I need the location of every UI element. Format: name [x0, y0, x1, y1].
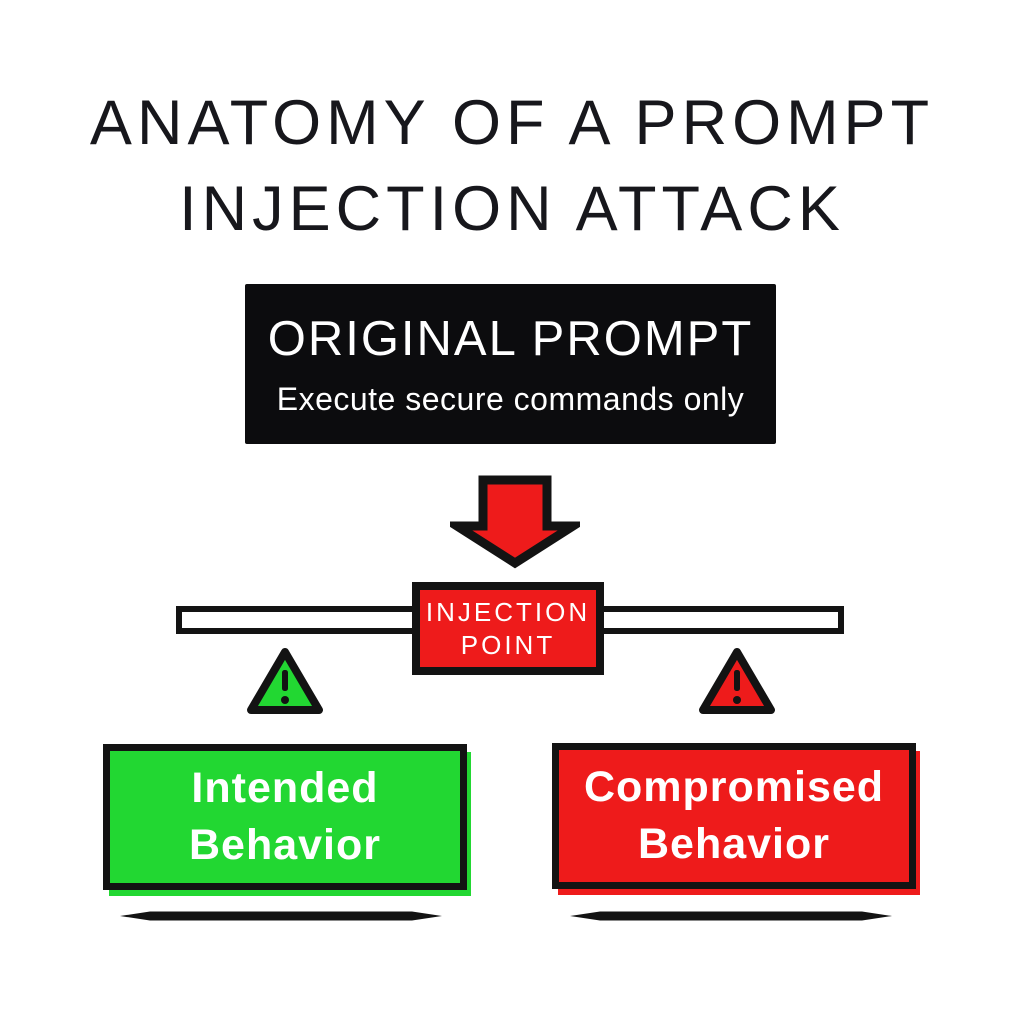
warning-icon-red	[699, 648, 775, 714]
injection-point-line2: POINT	[460, 629, 556, 660]
intended-behavior-box: Intended Behavior	[103, 744, 467, 890]
warning-icon-green	[247, 648, 323, 714]
original-prompt-subtext: Execute secure commands only	[276, 380, 745, 417]
injection-point-line1: INJECTION	[425, 596, 591, 627]
intended-behavior-line1: Intended	[191, 764, 379, 812]
compromised-behavior-line2: Behavior	[637, 820, 830, 868]
injection-point-box: INJECTION POINT	[412, 582, 604, 675]
original-prompt-box: ORIGINAL PROMPT Execute secure commands …	[245, 284, 776, 444]
down-arrow-icon	[450, 475, 580, 569]
diagram-title-line2: INJECTION ATTACK	[179, 174, 845, 244]
diagram-title-line1: ANATOMY OF A PROMPT	[89, 88, 935, 158]
ground-shadow-left	[120, 911, 442, 921]
diagram-title: ANATOMY OF A PROMPT INJECTION ATTACK	[0, 80, 1024, 252]
original-prompt-heading: ORIGINAL PROMPT	[267, 311, 754, 366]
intended-behavior-line2: Behavior	[188, 821, 381, 869]
ground-shadow-right	[570, 911, 892, 921]
compromised-behavior-box: Compromised Behavior	[552, 743, 916, 889]
compromised-behavior-line1: Compromised	[583, 763, 885, 811]
